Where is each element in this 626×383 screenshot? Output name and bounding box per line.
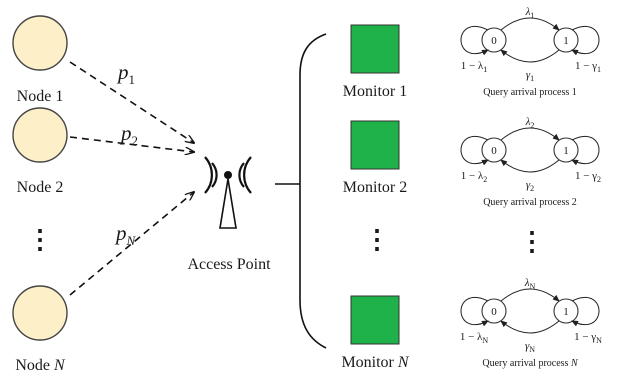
left-loop-label: 1 − λN [460, 331, 489, 345]
node-1-circle [12, 15, 68, 71]
query-process-caption: Query arrival process 2 [483, 197, 577, 208]
monitor-n-label: Monitor N [341, 354, 409, 371]
left-loop-label: 1 − λ1 [461, 60, 488, 74]
node-2: Node 2 [12, 107, 68, 196]
gamma-label: γ1 [526, 69, 534, 83]
state-1-label: 1 [563, 35, 569, 47]
node-n-circle [12, 285, 68, 341]
transition-0-to-1 [500, 127, 560, 141]
gamma-label: γ2 [526, 179, 534, 193]
state-0-circle [481, 298, 507, 324]
monitor-1-box [350, 24, 400, 74]
monitors-vdots: ⋮ [364, 225, 390, 254]
markov-chain-2: 0 1 λ2 γ2 1 − λ2 1 − γ2 Query arrival process … [460, 116, 601, 208]
right-loop-label: 1 − γN [574, 331, 602, 345]
nodes-vdots: ⋮ [27, 225, 53, 254]
state-0-circle [481, 27, 507, 53]
lambda-label: λ1 [525, 6, 535, 20]
right-loop-label: 1 − γ1 [575, 60, 601, 74]
self-loop-1 [571, 296, 600, 327]
prob-label-2: p2 [119, 121, 138, 148]
prob-label-1: p1 [116, 60, 135, 87]
lambda-label: λ2 [525, 116, 535, 130]
state-1-circle [553, 137, 579, 163]
state-0-circle [481, 137, 507, 163]
transition-1-to-0 [500, 320, 560, 334]
transition-0-to-1 [500, 288, 560, 302]
self-loop-1 [571, 135, 600, 166]
self-loop-0 [460, 25, 489, 56]
monitor-2-label: Monitor 2 [343, 179, 407, 196]
node-n: Node N [12, 285, 68, 374]
monitor-bracket [299, 33, 327, 349]
state-0-label: 0 [491, 306, 497, 318]
query-process-caption: Query arrival process N [482, 358, 579, 369]
antenna-tower-icon [204, 156, 252, 229]
node-n-label: Node N [15, 357, 66, 374]
link-arrow-n [69, 192, 194, 296]
self-loop-0 [460, 296, 489, 327]
self-loop-1 [571, 25, 600, 56]
monitor-n-box [350, 295, 400, 345]
prob-label-n: pN [114, 221, 137, 248]
monitor-1-label: Monitor 1 [343, 83, 407, 100]
lambda-label: λN [524, 277, 536, 291]
state-0-label: 0 [491, 35, 497, 47]
state-1-circle [553, 27, 579, 53]
markov-chain-n: 0 1 λN γN 1 − λN 1 − γN Query arrival process … [460, 277, 602, 369]
left-loop-label: 1 − λ2 [461, 170, 488, 184]
access-point-label: Access Point [187, 256, 271, 273]
markov-chains: 0 1 λ1 γ1 1 − λ1 1 − γ1 Query arrival process … [460, 6, 602, 369]
node-2-circle [12, 107, 68, 163]
monitor-2-box [350, 120, 400, 170]
state-0-label: 0 [491, 145, 497, 157]
link-arrow-1 [69, 61, 194, 143]
node-1-label: Node 1 [17, 88, 64, 105]
state-1-label: 1 [563, 145, 569, 157]
transition-1-to-0 [500, 159, 560, 173]
markov-vdots: ⋮ [519, 227, 545, 256]
gamma-label: γN [525, 340, 535, 354]
query-process-caption: Query arrival process 1 [483, 87, 577, 98]
right-loop-label: 1 − γ2 [575, 170, 601, 184]
self-loop-0 [460, 135, 489, 166]
transition-0-to-1 [500, 17, 560, 31]
transition-1-to-0 [500, 49, 560, 63]
node-1: Node 1 [12, 15, 68, 105]
markov-chain-1: 0 1 λ1 γ1 1 − λ1 1 − γ1 Query arrival process … [460, 6, 601, 98]
state-1-label: 1 [563, 306, 569, 318]
node-2-label: Node 2 [17, 179, 64, 196]
link-arrow-2 [69, 136, 194, 152]
state-1-circle [553, 298, 579, 324]
